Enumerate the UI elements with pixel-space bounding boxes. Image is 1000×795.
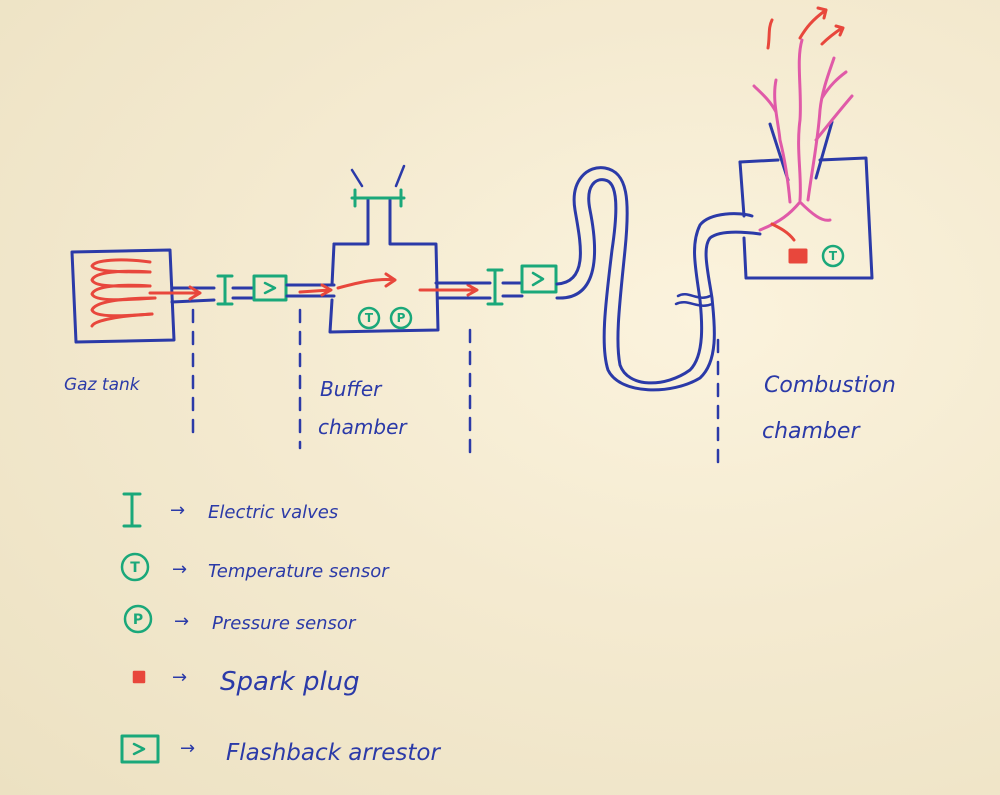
legend-temp-letter: T: [130, 560, 140, 576]
electric-valve-1: [216, 274, 234, 306]
buffer-temperature-sensor: [357, 306, 381, 330]
buffer-label-line2: chamber: [318, 415, 408, 439]
flow-arrow-2: [298, 283, 333, 297]
relief-vent-lines: [350, 164, 406, 188]
combustion-label-line1: Combustion: [764, 373, 896, 398]
legend-text-temperature-sensor: Temperature sensor: [208, 561, 390, 582]
legend-arrow-2: →: [172, 559, 187, 580]
buffer-pressure-sensor: [389, 306, 413, 330]
flame-tips: [766, 6, 845, 242]
spark-plug: [788, 248, 808, 264]
legend-text-spark-plug: Spark plug: [220, 667, 360, 697]
flashback-arrestor-1: [252, 274, 288, 302]
legend-flashback-arrestor-symbol: [120, 734, 160, 764]
electric-valve-2: [486, 268, 504, 306]
pipe-valve-arrestor-2: [501, 281, 524, 298]
hose: [555, 166, 762, 392]
combustion-temp-letter: T: [829, 249, 838, 263]
flame: [752, 38, 854, 232]
pipe-buffer-valve: [434, 281, 492, 300]
buffer-relief-valve: [350, 188, 406, 208]
legend-text-flashback-arrestor: Flashback arrestor: [226, 740, 441, 766]
combustion-chamber: [738, 156, 874, 280]
pipe-arrestor-buffer: [285, 283, 336, 298]
flow-arrow-3: [336, 272, 397, 290]
legend-electric-valve-symbol: [122, 492, 142, 528]
legend-arrow-4: →: [172, 667, 187, 688]
buffer-label-line1: Buffer: [320, 377, 383, 401]
buffer-chamber: [328, 198, 440, 334]
flashback-arrestor-2: [520, 264, 558, 294]
flow-arrow-4: [418, 283, 479, 297]
combustion-label-line2: chamber: [762, 419, 861, 444]
flow-arrow-1: [148, 285, 202, 301]
legend-pressure-letter: P: [133, 612, 143, 628]
combustion-temperature-sensor: [821, 244, 845, 268]
gas-tank-label: Gaz tank: [64, 375, 141, 395]
buffer-pressure-letter: P: [397, 311, 406, 325]
legend-temperature-sensor-symbol: [120, 552, 150, 582]
gas-tank-coil: [90, 258, 157, 328]
legend-pressure-sensor-symbol: [123, 604, 153, 634]
gas-tank: [70, 248, 176, 344]
legend-spark-plug-symbol: [132, 670, 146, 684]
legend-arrow-5: →: [180, 738, 195, 759]
legend-text-pressure-sensor: Pressure sensor: [212, 613, 357, 634]
buffer-temp-letter: T: [365, 311, 374, 325]
legend-text-electric-valves: Electric valves: [208, 502, 338, 523]
pipe-valve-arrestor-1: [231, 286, 256, 300]
legend-arrow-3: →: [174, 611, 189, 632]
section-dividers: [191, 308, 720, 472]
legend-arrow-1: →: [170, 500, 185, 521]
